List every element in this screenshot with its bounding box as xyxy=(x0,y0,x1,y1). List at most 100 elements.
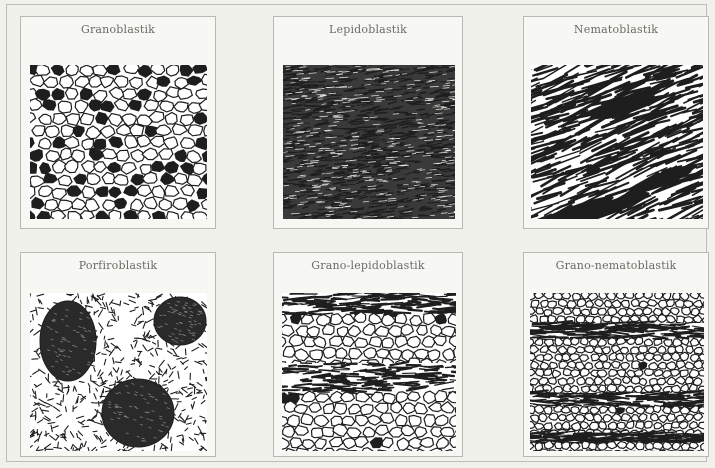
mica-flake xyxy=(425,78,431,79)
porphyroblast xyxy=(154,297,206,345)
quartz-grain xyxy=(639,378,647,385)
mica-flake xyxy=(418,215,423,216)
mineral-grain xyxy=(123,89,137,99)
mica-flake xyxy=(284,173,294,174)
matrix-grain xyxy=(105,341,106,346)
quartz-grain xyxy=(310,350,323,360)
quartz-grain xyxy=(603,362,611,369)
texture-lepidoblastic xyxy=(283,65,455,219)
mica-flake xyxy=(331,204,336,205)
mica-flake xyxy=(300,87,305,88)
mineral-grain xyxy=(188,175,203,186)
mica-flake xyxy=(362,378,375,379)
quartz-grain xyxy=(607,384,617,392)
mineral-grain xyxy=(124,65,140,73)
needle-crystal xyxy=(533,323,545,324)
matrix-grain xyxy=(63,395,64,402)
mineral-grain xyxy=(66,65,78,76)
mica-flake xyxy=(312,112,322,113)
quartz-grain xyxy=(530,406,535,414)
quartz-grain xyxy=(597,443,607,450)
mica-flake xyxy=(366,112,370,113)
mica-flake xyxy=(305,106,318,107)
mica-flake xyxy=(435,296,447,297)
mica-flake xyxy=(453,174,455,175)
mica-flake xyxy=(335,198,340,199)
needle-crystal xyxy=(588,327,603,328)
needle-crystal xyxy=(563,323,574,324)
texture-nematoblastic xyxy=(531,65,703,219)
mica-flake xyxy=(318,376,332,377)
mica-flake xyxy=(381,212,388,213)
quartz-grain xyxy=(681,443,690,450)
mica-flake xyxy=(288,369,298,370)
mica-flake xyxy=(334,294,352,295)
mineral-grain xyxy=(61,125,73,136)
quartz-grain xyxy=(603,315,612,322)
mica-flake xyxy=(387,204,398,205)
mineral-grain xyxy=(196,89,207,99)
mica-flake xyxy=(374,89,380,90)
quartz-grain xyxy=(673,293,681,299)
mica-flake xyxy=(282,311,289,312)
quartz-grain xyxy=(539,413,547,421)
quartz-grain xyxy=(322,427,334,436)
matrix-grain xyxy=(117,377,118,380)
mica-flake xyxy=(293,299,307,301)
quartz-grain xyxy=(548,301,557,308)
quartz-grain xyxy=(599,385,606,392)
mineral-grain xyxy=(109,210,121,219)
quartz-grain xyxy=(563,338,571,346)
matrix-grain xyxy=(163,385,167,386)
quartz-grain xyxy=(330,336,343,346)
mica-flake xyxy=(292,101,298,102)
mica-flake xyxy=(406,118,415,119)
mica-flake xyxy=(412,385,419,386)
matrix-grain xyxy=(195,434,199,435)
mineral-grain xyxy=(45,200,58,211)
quartz-grain xyxy=(694,347,703,354)
mineral-grain xyxy=(36,65,50,75)
porphyroblast xyxy=(40,301,96,381)
mineral-grain xyxy=(87,174,100,185)
quartz-grain xyxy=(655,293,663,299)
quartz-grain xyxy=(644,293,653,299)
quartz-grain xyxy=(376,349,389,359)
mica-flake xyxy=(302,366,316,367)
mica-flake xyxy=(357,146,369,147)
quartz-grain xyxy=(608,307,617,315)
mica-flake xyxy=(288,156,297,157)
quartz-grain xyxy=(631,299,639,307)
panel-label-lepidoblastic: Lepidoblastik xyxy=(274,23,462,36)
quartz-grain xyxy=(409,415,421,426)
quartz-grain xyxy=(598,308,607,315)
quartz-grain xyxy=(283,426,295,437)
mica-flake xyxy=(430,298,443,299)
mica-flake xyxy=(408,136,416,137)
panel-lepidoblastic: Lepidoblastik xyxy=(273,16,463,229)
mica-flake xyxy=(409,301,421,302)
mica-flake xyxy=(282,387,287,388)
mica-flake xyxy=(318,81,325,82)
quartz-grain xyxy=(581,338,588,346)
mica-flake xyxy=(351,121,364,122)
quartz-grain xyxy=(609,369,618,376)
quartz-grain xyxy=(653,405,661,412)
needle-crystal xyxy=(699,336,704,337)
mineral-grain xyxy=(174,173,187,184)
quartz-grain xyxy=(572,308,580,316)
mineral-grain xyxy=(82,139,94,150)
mica-flake xyxy=(323,178,335,179)
matrix-grain xyxy=(93,431,97,432)
mineral-grain xyxy=(166,65,178,76)
mica-flake xyxy=(299,90,309,91)
quartz-grain xyxy=(634,308,644,315)
quartz-grain xyxy=(699,422,704,429)
mica-flake xyxy=(301,161,306,162)
quartz-grain xyxy=(680,352,689,361)
quartz-grain xyxy=(667,414,675,422)
mica-flake xyxy=(282,297,288,298)
mineral-grain xyxy=(81,113,94,125)
needle-crystal xyxy=(618,329,632,330)
matrix-grain xyxy=(131,364,135,365)
